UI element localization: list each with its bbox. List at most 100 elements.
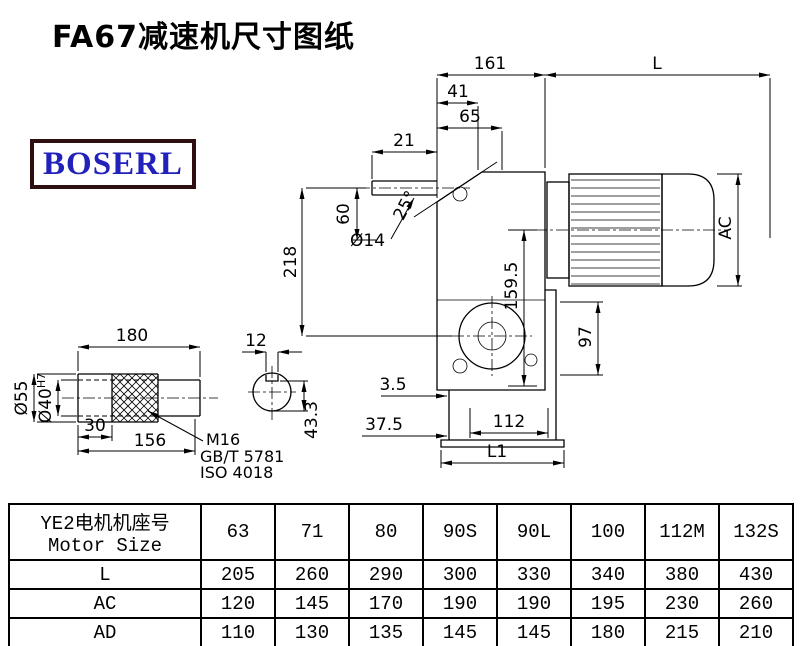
table-cell: 110: [200, 617, 276, 646]
table-cell: 230: [644, 588, 720, 619]
dim-AC: AC: [716, 173, 742, 287]
dim-65-label: 65: [459, 107, 481, 127]
table-cell: 120: [200, 588, 276, 619]
page-title: FA67减速机尺寸图纸: [52, 20, 356, 55]
table-cell: 260: [718, 588, 794, 619]
shaft-section-view: [248, 366, 296, 420]
thread-callout-iso: ISO 4018: [200, 463, 273, 482]
dim-diameter-40H7-label: Ø40H7: [35, 373, 56, 423]
dim-218-label: 218: [281, 246, 301, 278]
bolt-hole-bottom-left: [452, 358, 468, 374]
dim-21: 21: [371, 131, 437, 179]
table-cell: 340: [570, 559, 646, 590]
dim-L1: L1: [440, 442, 565, 468]
dim-156-label: 156: [134, 431, 166, 451]
table-cell: 290: [348, 559, 424, 590]
dim-180-label: 180: [116, 326, 148, 346]
dim-L-label: L: [652, 54, 662, 74]
shaft-detail-outline: [62, 373, 218, 423]
table-cell: 135: [348, 617, 424, 646]
dim-218: 218: [281, 187, 452, 337]
table-cell-size: 112M: [644, 503, 720, 561]
table-cell-size: 63: [200, 503, 276, 561]
table-cell-size: 100: [570, 503, 646, 561]
logo: BOSERL: [30, 139, 196, 189]
dim-angle-25: 25°: [390, 161, 498, 224]
thread-callout-m16: M16: [206, 430, 240, 449]
dim-diameter-14-label: Ø14: [350, 231, 385, 251]
table-cell: 260: [274, 559, 350, 590]
row-label-L: L: [8, 559, 202, 590]
table-cell: 170: [348, 588, 424, 619]
motor-fins: [571, 179, 660, 285]
table-cell: 205: [200, 559, 276, 590]
dim-L: L: [545, 54, 771, 238]
logo-text: BOSERL: [43, 145, 183, 182]
dim-60-label: 60: [334, 203, 354, 225]
dimension-table: YE2电机机座号 Motor Size 63 71 80 90S 90L 100…: [8, 503, 794, 646]
table-cell: 195: [570, 588, 646, 619]
dim-60: 60: [334, 188, 376, 241]
table-cell-size: 71: [274, 503, 350, 561]
table-cell: 145: [274, 588, 350, 619]
table-cell: 180: [570, 617, 646, 646]
table-cell: 215: [644, 617, 720, 646]
input-shaft: [371, 180, 437, 196]
bore-centerlines: [452, 296, 532, 376]
table-cell-size: 90L: [496, 503, 572, 561]
table-row-L: L 205 260 290 300 330 340 380 430: [8, 559, 794, 590]
thread-callout-gb: GB/T 5781: [200, 447, 284, 466]
bolt-hole-bottom-right: [524, 353, 538, 367]
dim-21-label: 21: [393, 131, 415, 151]
technical-drawing: 161 L 41 65 21 60 Ø14: [12, 54, 771, 482]
table-cell: 145: [496, 617, 572, 646]
dim-97: 97: [560, 301, 603, 376]
table-cell: 210: [718, 617, 794, 646]
table-cell-size: 90S: [422, 503, 498, 561]
dim-angle-25-label: 25°: [390, 188, 422, 224]
dim-3-5: 3.5: [379, 375, 447, 399]
dim-37-5-label: 37.5: [365, 415, 403, 435]
table-cell: 145: [422, 617, 498, 646]
table-cell: 130: [274, 617, 350, 646]
dim-30-label: 30: [84, 416, 106, 436]
dim-3-5-label: 3.5: [379, 375, 406, 395]
dim-65: 65: [437, 107, 503, 170]
table-header-row: YE2电机机座号 Motor Size 63 71 80 90S 90L 100…: [8, 503, 794, 561]
dim-43-3-label: 43.3: [302, 401, 322, 439]
dim-112: 112: [469, 408, 549, 438]
motor-outline: [535, 173, 728, 287]
dim-156: 156: [78, 419, 196, 455]
dim-159-5-label: 159.5: [502, 262, 522, 311]
table-cell: 330: [496, 559, 572, 590]
motor-end-cap: [661, 173, 715, 287]
gearbox-housing-outline: [358, 171, 565, 448]
dim-112-label: 112: [493, 412, 525, 432]
dim-AC-label: AC: [716, 216, 736, 239]
dim-159-5: 159.5: [502, 229, 537, 387]
dim-12-label: 12: [245, 331, 267, 351]
thread-callout: M16 GB/T 5781 ISO 4018: [147, 410, 284, 482]
motor-size-header-cell: YE2电机机座号 Motor Size: [8, 503, 202, 561]
dim-37-5: 37.5: [362, 415, 447, 439]
dim-180: 180: [77, 326, 201, 377]
table-cell: 430: [718, 559, 794, 590]
section-centerlines: [248, 366, 296, 420]
table-cell: 190: [422, 588, 498, 619]
dim-161: 161: [436, 54, 546, 198]
dim-161-label: 161: [474, 54, 506, 74]
dim-12: 12: [242, 331, 302, 372]
dim-diameter-55-label: Ø55: [12, 380, 32, 415]
bolt-hole-top: [452, 186, 468, 202]
table-row-AD: AD 110 130 135 145 145 180 215 210: [8, 617, 794, 646]
dim-41: 41: [437, 82, 479, 170]
row-label-AD: AD: [8, 617, 202, 646]
row-label-AC: AC: [8, 588, 202, 619]
table-cell-size: 132S: [718, 503, 794, 561]
dim-41-label: 41: [447, 82, 469, 102]
motor-size-header-cn: YE2电机机座号: [40, 512, 170, 535]
motor-size-header-en: Motor Size: [47, 534, 163, 557]
dim-diameter-14: Ø14: [350, 197, 415, 251]
table-cell: 300: [422, 559, 498, 590]
